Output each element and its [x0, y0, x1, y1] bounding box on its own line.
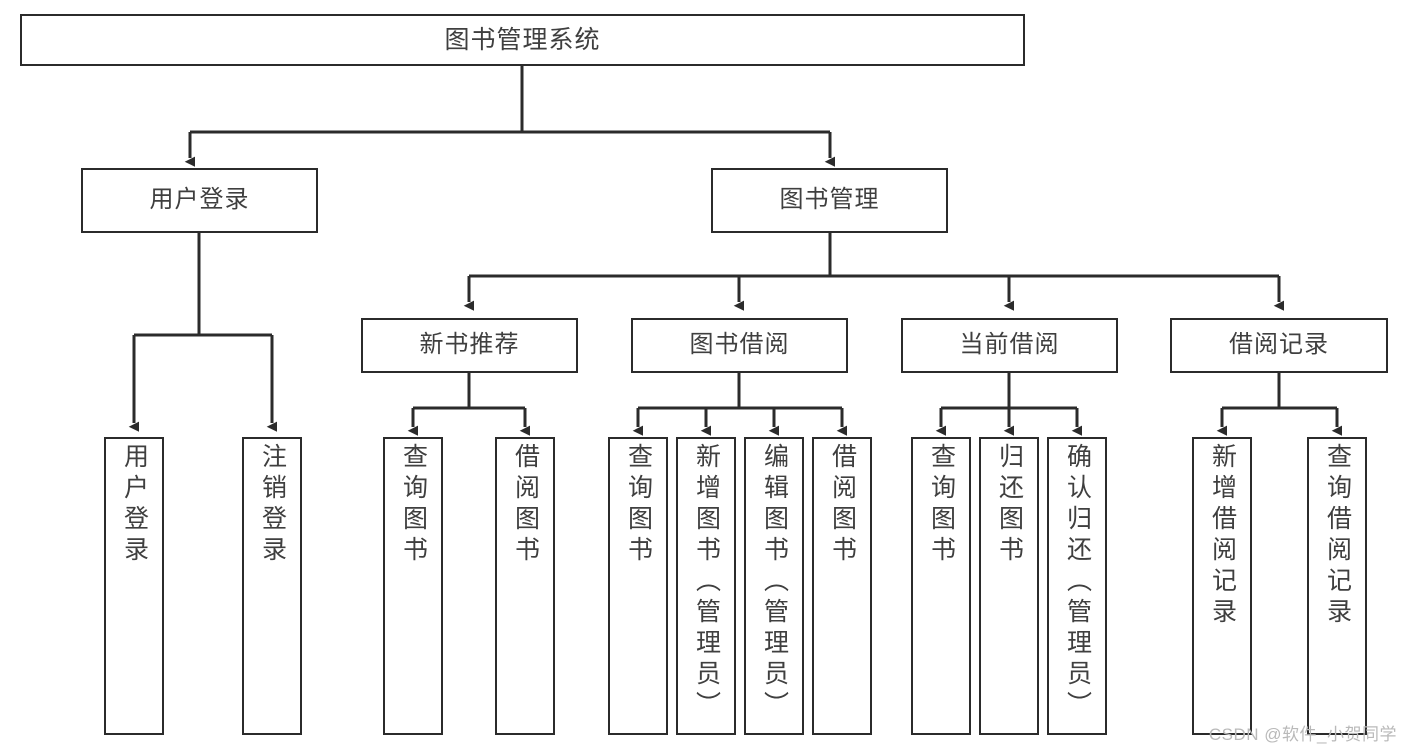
leaf-recommend-query-book[interactable]: 查询图书: [383, 437, 443, 735]
node-book-manage-label: 图书管理: [779, 186, 880, 214]
leaf-borrow-add-book[interactable]: 新增图书（管理员）: [676, 437, 736, 735]
leaf-current-query-book[interactable]: 查询图书: [911, 437, 971, 735]
node-borrow-record-label: 借阅记录: [1229, 331, 1329, 359]
leaf-borrow-add-book-label: 新增图书（管理员）: [692, 443, 721, 722]
node-borrow-record[interactable]: 借阅记录: [1170, 318, 1388, 373]
leaf-record-add[interactable]: 新增借阅记录: [1192, 437, 1252, 735]
leaf-current-query-book-label: 查询图书: [927, 443, 956, 567]
leaf-record-query-label: 查询借阅记录: [1323, 443, 1352, 629]
node-user-login-label: 用户登录: [149, 186, 250, 214]
node-root[interactable]: 图书管理系统: [20, 14, 1025, 66]
leaf-borrow-edit-book-label: 编辑图书（管理员）: [760, 443, 789, 722]
leaf-borrow-borrow-book-label: 借阅图书: [828, 443, 857, 567]
node-current-borrow[interactable]: 当前借阅: [901, 318, 1118, 373]
leaf-recommend-borrow-book-label: 借阅图书: [511, 443, 540, 567]
node-new-book-recommend[interactable]: 新书推荐: [361, 318, 578, 373]
leaf-user-login[interactable]: 用户登录: [104, 437, 164, 735]
leaf-borrow-query-book-label: 查询图书: [624, 443, 653, 567]
node-book-manage[interactable]: 图书管理: [711, 168, 948, 233]
node-current-borrow-label: 当前借阅: [959, 331, 1060, 359]
leaf-record-query[interactable]: 查询借阅记录: [1307, 437, 1367, 735]
leaf-user-logout[interactable]: 注销登录: [242, 437, 302, 735]
leaf-current-confirm-return[interactable]: 确认归还（管理员）: [1047, 437, 1107, 735]
node-book-borrow-label: 图书借阅: [689, 331, 790, 359]
csdn-watermark: CSDN @软件_小贺同学: [1208, 725, 1397, 744]
leaf-borrow-borrow-book[interactable]: 借阅图书: [812, 437, 872, 735]
leaf-record-add-label: 新增借阅记录: [1208, 443, 1237, 629]
node-root-label: 图书管理系统: [444, 26, 601, 54]
leaf-current-return-book[interactable]: 归还图书: [979, 437, 1039, 735]
leaf-borrow-edit-book[interactable]: 编辑图书（管理员）: [744, 437, 804, 735]
leaf-user-logout-label: 注销登录: [258, 443, 287, 567]
leaf-recommend-query-book-label: 查询图书: [399, 443, 428, 567]
leaf-borrow-query-book[interactable]: 查询图书: [608, 437, 668, 735]
node-book-borrow[interactable]: 图书借阅: [631, 318, 848, 373]
node-user-login[interactable]: 用户登录: [81, 168, 318, 233]
leaf-user-login-label: 用户登录: [120, 443, 149, 567]
node-new-book-recommend-label: 新书推荐: [419, 331, 520, 359]
leaf-current-confirm-return-label: 确认归还（管理员）: [1063, 443, 1092, 722]
leaf-recommend-borrow-book[interactable]: 借阅图书: [495, 437, 555, 735]
leaf-current-return-book-label: 归还图书: [995, 443, 1024, 567]
